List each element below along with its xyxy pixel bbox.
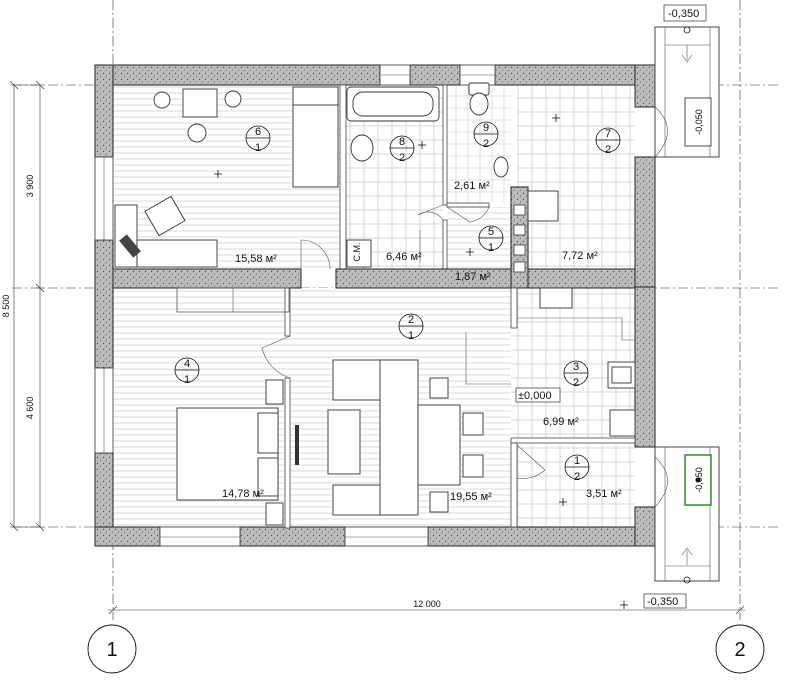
level-marks: ±0,000 -0,350 -0,350 -0,050 -0,050 <box>515 4 707 609</box>
bathroom-8-fixtures <box>346 86 440 268</box>
room-5-area: 1,87 м² <box>455 271 491 283</box>
room-1-area: 3,51 м² <box>586 488 622 500</box>
dim-lower: 4 600 <box>25 397 35 420</box>
room-labels: 6 1 15,58 м² 8 2 6,46 м² 9 2 2,61 м² 7 2… <box>184 122 622 503</box>
bedroom-4-furniture <box>176 379 284 526</box>
axis-label-2: 2 <box>734 639 745 661</box>
room-2-marker <box>398 313 424 339</box>
level-entry-bottom: -0,050 <box>694 467 704 493</box>
dim-overall-height: 8 500 <box>1 295 11 318</box>
entrance-porch-bottom <box>654 446 720 584</box>
boiler-equipment <box>513 190 559 273</box>
exterior-walls <box>94 64 656 547</box>
wc-9-fixtures <box>468 82 509 178</box>
room-8-marker <box>389 135 415 161</box>
doors <box>261 204 546 479</box>
room-9-sub: 2 <box>483 138 489 150</box>
level-top-right: -0,350 <box>668 8 699 20</box>
room-6-sub: 1 <box>255 142 261 154</box>
room-4-number: 4 <box>184 358 190 370</box>
center-marks <box>214 114 628 609</box>
dim-overall-width: 12 000 <box>413 599 441 609</box>
room-5-marker <box>478 225 504 251</box>
room-7-marker <box>595 127 621 153</box>
room-6-area: 15,58 м² <box>235 253 277 265</box>
room-9-number: 9 <box>483 122 489 134</box>
room-2-area: 19,55 м² <box>450 491 492 503</box>
dimensions: 3 900 4 600 8 500 12 000 <box>1 80 745 615</box>
axis-label-1: 1 <box>106 639 117 661</box>
room-3-area: 6,99 м² <box>543 416 579 428</box>
living-room-furniture <box>176 287 484 516</box>
room-1-number: 1 <box>574 455 580 467</box>
room-8-area: 6,46 м² <box>386 251 422 263</box>
room-9-marker <box>473 121 499 147</box>
room-3-marker <box>563 360 589 386</box>
room-7-area: 7,72 м² <box>562 250 598 262</box>
room-5-number: 5 <box>488 226 494 238</box>
room-3-number: 3 <box>573 361 579 373</box>
room-4-marker <box>174 357 200 383</box>
room-6-number: 6 <box>255 126 261 138</box>
level-entry-top: -0,050 <box>694 109 704 135</box>
room-markers <box>174 121 621 480</box>
room-6-furniture <box>114 86 339 268</box>
room-8-sub: 2 <box>399 152 405 164</box>
room-1-sub: 2 <box>574 471 580 483</box>
room-4-area: 14,78 м² <box>222 488 264 500</box>
room-7-number: 7 <box>605 128 611 140</box>
windows <box>94 64 496 547</box>
room-3-sub: 2 <box>573 377 579 389</box>
room-9-area: 2,61 м² <box>454 180 490 192</box>
room-5-sub: 1 <box>488 242 494 254</box>
room-7-sub: 2 <box>605 144 611 156</box>
entrance-porch-top <box>654 26 720 158</box>
kitchen-furniture <box>465 287 636 437</box>
axis-bubbles: 1 2 <box>87 624 765 674</box>
room-4-sub: 1 <box>184 374 190 386</box>
room-2-number: 2 <box>408 314 414 326</box>
room-1-marker <box>564 454 590 480</box>
room-6-marker <box>245 125 271 151</box>
room-8-number: 8 <box>399 136 405 148</box>
level-bottom-right: -0,350 <box>647 596 678 608</box>
floor-level: ±0,000 <box>518 390 552 402</box>
dim-upper: 3 900 <box>25 175 35 198</box>
washing-machine-label: С.М. <box>352 243 362 262</box>
room-2-sub: 1 <box>408 330 414 342</box>
